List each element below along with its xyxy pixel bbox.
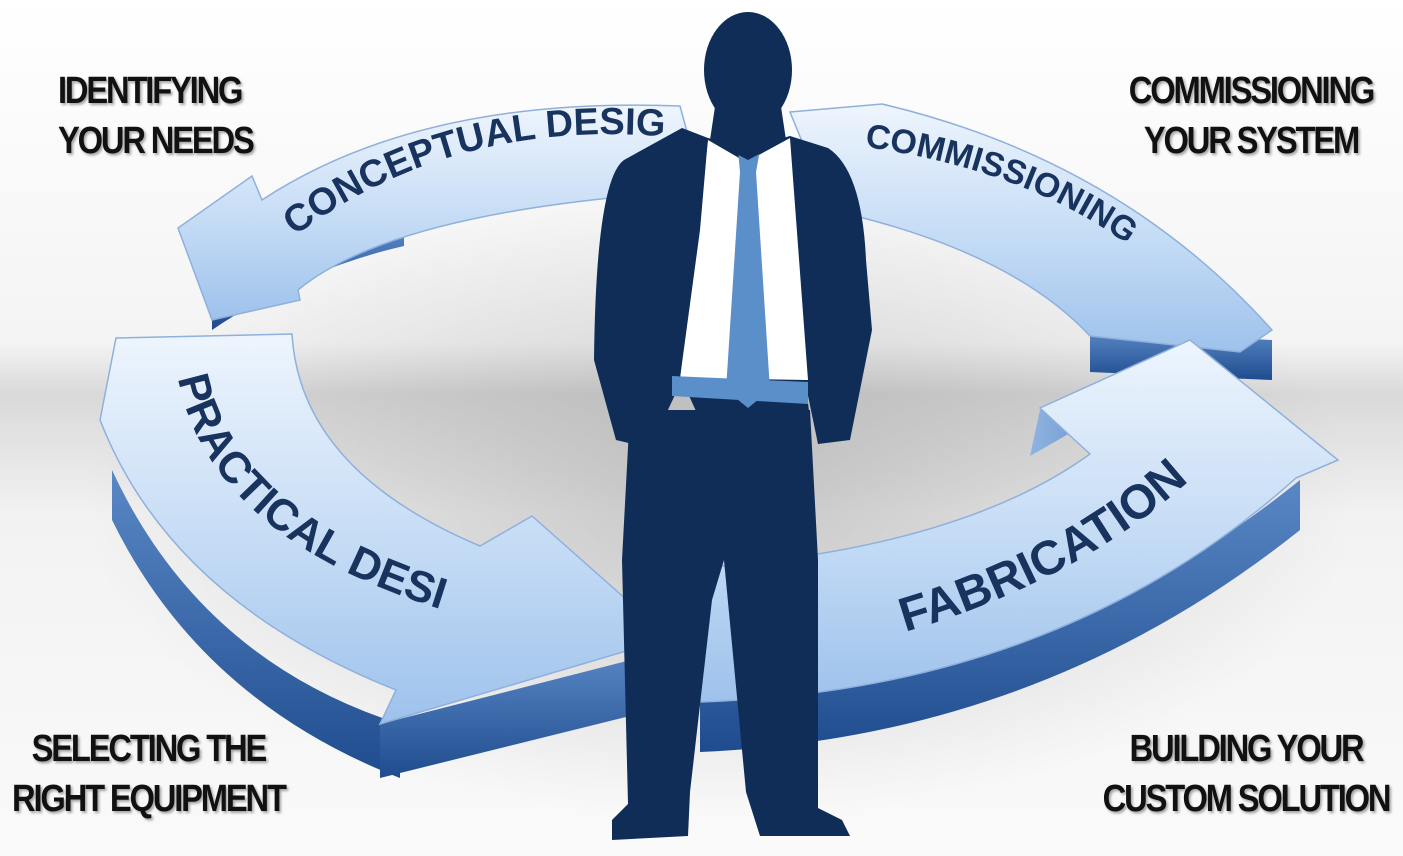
figure-head [704,12,792,128]
figure-lapel-left [660,138,708,378]
figure-trousers [612,410,850,840]
arrow-top-face [699,339,1340,703]
corner-label-selecting-equipment: SELECTING THE RIGHT EQUIPMENT [12,724,287,824]
arrow-side-face [112,470,400,778]
corner-label-line: YOUR SYSTEM [1143,120,1360,162]
arrow-top-face [177,104,693,321]
corner-label-line: YOUR NEEDS [58,120,255,162]
corner-label-identifying-needs: IDENTIFYING YOUR NEEDS [58,66,255,166]
figure-lapel-right [790,136,830,380]
corner-label-line: RIGHT EQUIPMENT [12,778,287,820]
corner-label-commissioning-system: COMMISSIONING YOUR SYSTEM [1128,66,1376,166]
businessman-silhouette [594,12,872,840]
arrow-top-face [99,333,672,726]
corner-label-line: COMMISSIONING [1128,70,1376,112]
corner-label-line: IDENTIFYING [58,70,243,112]
arrow-head-side [380,650,670,778]
corner-label-line: CUSTOM SOLUTION [1102,778,1391,820]
corner-label-line: SELECTING THE [31,728,268,770]
figure-tie [726,150,770,408]
corner-label-building-solution: BUILDING YOUR CUSTOM SOLUTION [1102,724,1391,824]
arrow-top-face [788,103,1274,353]
corner-label-line: BUILDING YOUR [1129,728,1364,770]
